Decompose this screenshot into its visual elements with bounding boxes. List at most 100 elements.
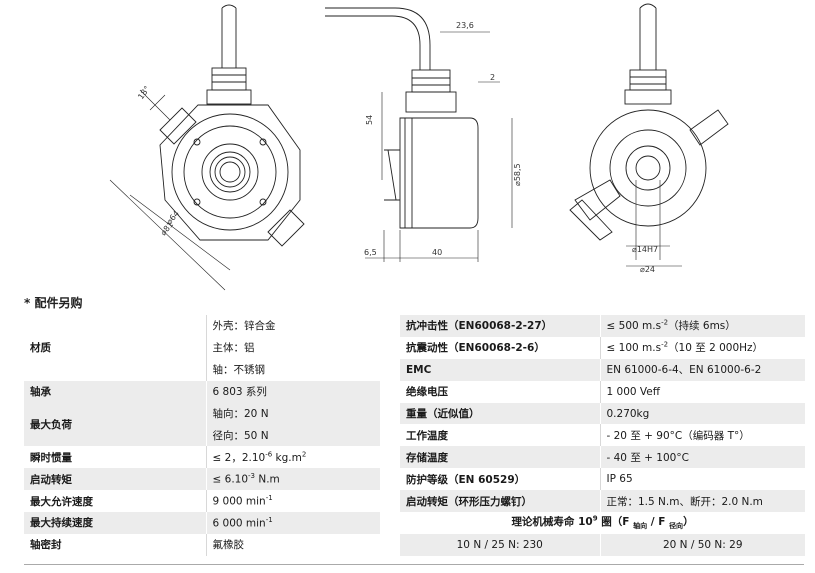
table-row: 存储温度 - 40 至 + 100°C xyxy=(400,446,805,469)
torque-exp: -3 xyxy=(248,472,255,481)
shock-suffix: （持续 6ms） xyxy=(668,320,736,333)
vibration-value: ≤ 100 m.s-2（10 至 2 000Hz） xyxy=(599,336,805,359)
dim-6-5: 6,5 xyxy=(364,248,377,257)
table-row: 启动转矩 ≤ 6.10-3 N.m xyxy=(24,468,380,491)
maxspeed-value: 9 000 min-1 xyxy=(205,490,380,513)
vib-num: ≤ 100 m.s xyxy=(606,342,662,355)
emc-value: EN 61000-6-4、EN 61000-6-2 xyxy=(599,358,805,381)
table-row: 工作温度 - 20 至 + 90°C（编码器 T°） xyxy=(400,424,805,447)
maxspeed-exp: -1 xyxy=(265,494,273,503)
torque-unit: N.m xyxy=(255,473,280,486)
emc-label: EMC xyxy=(400,358,600,381)
life-exp: 9 xyxy=(592,514,598,523)
vibration-label: 抗震动性（EN60068-2-6） xyxy=(400,336,600,359)
accessories-note: * 配件另购 xyxy=(24,296,83,310)
table-row: 10 N / 25 N: 230 20 N / 50 N: 29 xyxy=(400,533,805,556)
inertia-sq: 2 xyxy=(301,450,307,459)
shock-label: 抗冲击性（EN60068-2-27） xyxy=(400,315,600,337)
inertia-num: ≤ 2，2.10 xyxy=(212,451,266,464)
start-torque-value: 正常：1.5 N.m、断开：2.0 N.m xyxy=(599,490,805,513)
torque-value: ≤ 6.10-3 N.m xyxy=(205,468,380,491)
material-housing: 外壳：锌合金 xyxy=(205,315,380,337)
contspeed-label: 最大持续速度 xyxy=(24,512,206,534)
table-row: 启动转矩（环形压力螺钉） 正常：1.5 N.m、断开：2.0 N.m xyxy=(400,490,805,513)
maxspeed-label: 最大允许速度 xyxy=(24,490,206,513)
maxload-label: 最大负荷 xyxy=(24,402,206,447)
table-row: 抗震动性（EN60068-2-6） ≤ 100 m.s-2（10 至 2 000… xyxy=(400,336,805,359)
life-post: ） xyxy=(683,516,694,529)
torque-num: ≤ 6.10 xyxy=(212,473,249,486)
table-row: 防护等级（EN 60529） IP 65 xyxy=(400,468,805,491)
inertia-exp: -6 xyxy=(265,450,273,459)
table-row: 瞬时惯量 ≤ 2，2.10-6 kg.m2 xyxy=(24,446,380,469)
table-row: 最大负荷 轴向：20 N xyxy=(24,402,380,447)
table-row: 轴承 6 803 系列 xyxy=(24,380,380,403)
storage-temp-label: 存储温度 xyxy=(400,446,600,469)
torque-label: 启动转矩 xyxy=(24,468,206,491)
storage-temp-value: - 40 至 + 100°C xyxy=(599,446,805,469)
table-row: 材质 外壳：锌合金 xyxy=(24,315,380,381)
contspeed-num: 6 000 min xyxy=(212,517,266,530)
table-row: 轴密封 氟橡胶 xyxy=(24,533,380,556)
dim-18-deg: 18° xyxy=(136,84,152,101)
dim-24: ⌀24 xyxy=(640,265,655,274)
vib-suffix: （10 至 2 000Hz） xyxy=(668,342,764,355)
dim-58-5: ⌀58,5 xyxy=(513,163,522,186)
life-sub-axial: 轴向 xyxy=(633,522,648,531)
table-row: 绝缘电压 1 000 Veff xyxy=(400,380,805,403)
ip-value: IP 65 xyxy=(599,468,805,491)
life-pre: 理论机械寿命 10 xyxy=(511,516,593,529)
dim-14h7: ⌀14H7 xyxy=(632,245,658,254)
weight-label: 重量（近似值） xyxy=(400,402,600,425)
life-value-2: 20 N / 50 N: 29 xyxy=(599,533,805,556)
encoder-drawings-svg: 23,6 2 54 ⌀58,5 6,5 40 18° ⌀64 ⌀81 ⌀14H7… xyxy=(109,3,729,291)
dim-23-6: 23,6 xyxy=(456,21,474,30)
inertia-unit: kg.m xyxy=(272,451,302,464)
vib-exp: -2 xyxy=(661,340,669,349)
table-row: 抗冲击性（EN60068-2-27） ≤ 500 m.s-2（持续 6ms） xyxy=(400,315,805,337)
life-value-1: 10 N / 25 N: 230 xyxy=(400,533,600,556)
dim-54: 54 xyxy=(365,115,374,125)
insulation-label: 绝缘电压 xyxy=(400,380,600,403)
bearing-value: 6 803 系列 xyxy=(205,380,380,403)
life-header: 理论机械寿命 109 圈（F 轴向 / F 径向） xyxy=(400,512,805,534)
table-row: 理论机械寿命 109 圈（F 轴向 / F 径向） xyxy=(400,512,805,534)
dim-40: 40 xyxy=(432,248,442,257)
material-shaft: 轴：不锈钢 xyxy=(205,358,380,381)
technical-drawings: 23,6 2 54 ⌀58,5 6,5 40 18° ⌀64 ⌀81 ⌀14H7… xyxy=(109,3,729,291)
shock-num: ≤ 500 m.s xyxy=(606,320,662,333)
table-row: EMC EN 61000-6-4、EN 61000-6-2 xyxy=(400,358,805,381)
insulation-value: 1 000 Veff xyxy=(599,380,805,403)
life-mid: 圈（F xyxy=(597,516,634,529)
material-label: 材质 xyxy=(24,315,206,381)
table-row: 最大允许速度 9 000 min-1 xyxy=(24,490,380,513)
ip-label: 防护等级（EN 60529） xyxy=(400,468,600,491)
weight-value: 0.270kg xyxy=(599,402,805,425)
material-body: 主体：铝 xyxy=(205,336,380,359)
table-row: 重量（近似值） 0.270kg xyxy=(400,402,805,425)
shock-exp: -2 xyxy=(661,318,669,327)
maxspeed-num: 9 000 min xyxy=(212,495,266,508)
table-row: 最大持续速度 6 000 min-1 xyxy=(24,512,380,534)
table-row: 轴：不锈钢 xyxy=(24,358,380,381)
seal-value: 氟橡胶 xyxy=(205,533,380,556)
maxload-axial: 轴向：20 N xyxy=(205,402,380,425)
bottom-divider xyxy=(24,564,804,565)
inertia-label: 瞬时惯量 xyxy=(24,446,206,469)
table-row: 径向：50 N xyxy=(24,424,380,447)
maxload-radial: 径向：50 N xyxy=(205,424,380,447)
contspeed-exp: -1 xyxy=(265,516,273,525)
spec-table-left: 材质 外壳：锌合金 主体：铝 轴：不锈钢 轴承 6 803 系列 最大负荷 轴向… xyxy=(24,315,380,556)
operating-temp-label: 工作温度 xyxy=(400,424,600,447)
life-slash: / F xyxy=(647,516,670,529)
life-sub-radial: 径向 xyxy=(669,522,684,531)
bearing-label: 轴承 xyxy=(24,380,206,403)
inertia-value: ≤ 2，2.10-6 kg.m2 xyxy=(205,446,380,469)
dim-2: 2 xyxy=(490,73,495,82)
table-row: 主体：铝 xyxy=(24,336,380,359)
seal-label: 轴密封 xyxy=(24,533,206,556)
operating-temp-value: - 20 至 + 90°C（编码器 T°） xyxy=(599,424,805,447)
contspeed-value: 6 000 min-1 xyxy=(205,512,380,534)
spec-table-right: 抗冲击性（EN60068-2-27） ≤ 500 m.s-2（持续 6ms） 抗… xyxy=(400,315,805,556)
shock-value: ≤ 500 m.s-2（持续 6ms） xyxy=(599,315,805,337)
